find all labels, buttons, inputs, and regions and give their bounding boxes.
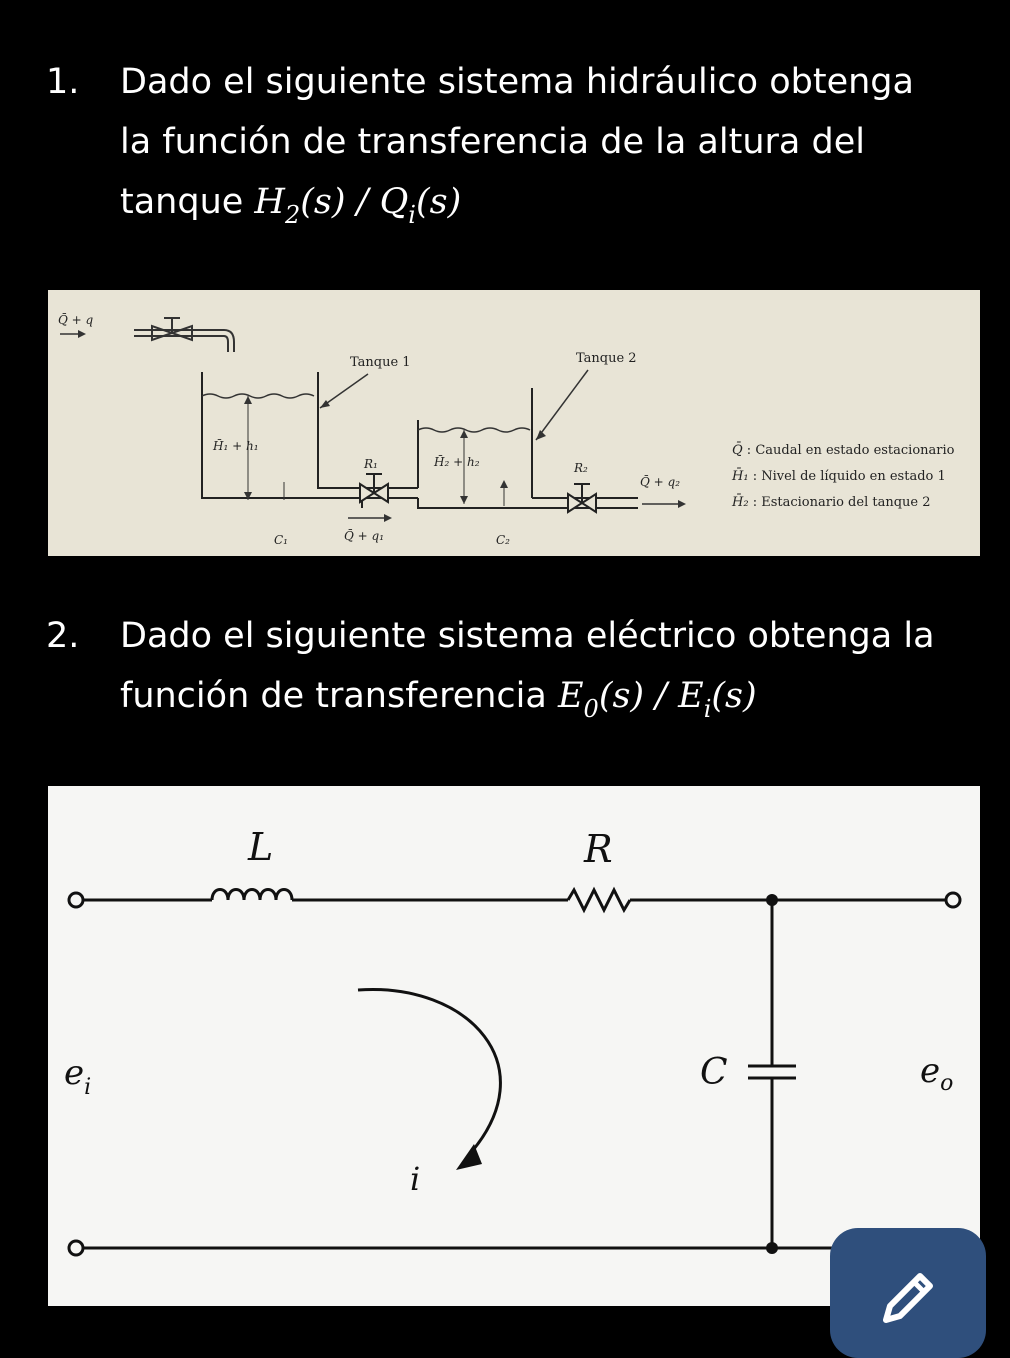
svg-text:H̄₁ : Nivel de líquido en esta: H̄₁ : Nivel de líquido en estado 1: [731, 468, 946, 484]
question-1-line-3: tanque H2(s) / Qi(s): [120, 182, 462, 229]
circuit-diagram: L R C ei eo i: [64, 825, 962, 1257]
capacitance-c2-label: C₂: [496, 533, 510, 547]
inductor-label: L: [247, 825, 273, 869]
svg-text:H̄₂ : Estacionario del tanque: H̄₂ : Estacionario del tanque 2: [731, 494, 931, 510]
current-label: i: [410, 1160, 420, 1198]
valve-r1-label: R₁: [363, 457, 378, 471]
question-2-line-2: función de transferencia E0(s) / Ei(s): [120, 676, 757, 723]
question-1-line-2: la función de transferencia de la altura…: [120, 122, 865, 162]
flow-2-label: Q̄ + q₂: [640, 474, 680, 489]
valve-r2-label: R₂: [573, 461, 588, 475]
capacitance-c1-label: C₁: [274, 533, 288, 547]
question-1-line-3-prefix: tanque: [120, 182, 255, 222]
tank-1-level-label: H̄₁ + h₁: [212, 438, 259, 453]
output-terminal-top: [944, 891, 962, 909]
output-voltage-label: eo: [920, 1051, 953, 1096]
tank-1-label: Tanque 1: [350, 355, 411, 370]
resistor-label: R: [583, 827, 613, 871]
pencil-icon: [883, 1273, 933, 1323]
question-1-line-1: Dado el siguiente sistema hidráulico obt…: [120, 62, 914, 102]
svg-text:Q̄ : Caudal en estado estacion: Q̄ : Caudal en estado estacionario: [732, 442, 955, 458]
transfer-function-1: H2(s) / Qi(s): [254, 182, 462, 229]
input-terminal-top: [67, 891, 85, 909]
flow-1-label: Q̄ + q₁: [344, 528, 384, 543]
hydraulic-legend: Q̄ : Caudal en estado estacionario H̄₁ :…: [731, 442, 955, 510]
inductor: [210, 888, 294, 901]
edit-button[interactable]: [830, 1228, 986, 1358]
hydraulic-diagram: Q̄ + q H̄₁ + h₁ Tanque 1 R₁ Q̄ + q₁ C₁: [58, 312, 955, 547]
inflow-label: Q̄ + q: [58, 312, 94, 327]
capacitor-label: C: [700, 1052, 728, 1093]
hydraulic-system-figure: Q̄ + q H̄₁ + h₁ Tanque 1 R₁ Q̄ + q₁ C₁: [48, 290, 980, 556]
question-2-line-1: Dado el siguiente sistema eléctrico obte…: [120, 616, 935, 656]
tank-2-label: Tanque 2: [576, 351, 637, 366]
current-arrow: [357, 987, 502, 1157]
input-terminal-bottom: [67, 1239, 85, 1257]
electric-circuit-figure: L R C ei eo i: [48, 786, 980, 1306]
input-voltage-label: ei: [64, 1053, 91, 1100]
resistor: [566, 886, 632, 914]
question-1-number: 1.: [46, 62, 80, 102]
question-2-line-2-prefix: función de transferencia: [120, 676, 558, 716]
tank-2-level-label: H̄₂ + h₂: [433, 454, 480, 469]
transfer-function-2: E0(s) / Ei(s): [557, 676, 757, 723]
question-2-number: 2.: [46, 616, 80, 656]
